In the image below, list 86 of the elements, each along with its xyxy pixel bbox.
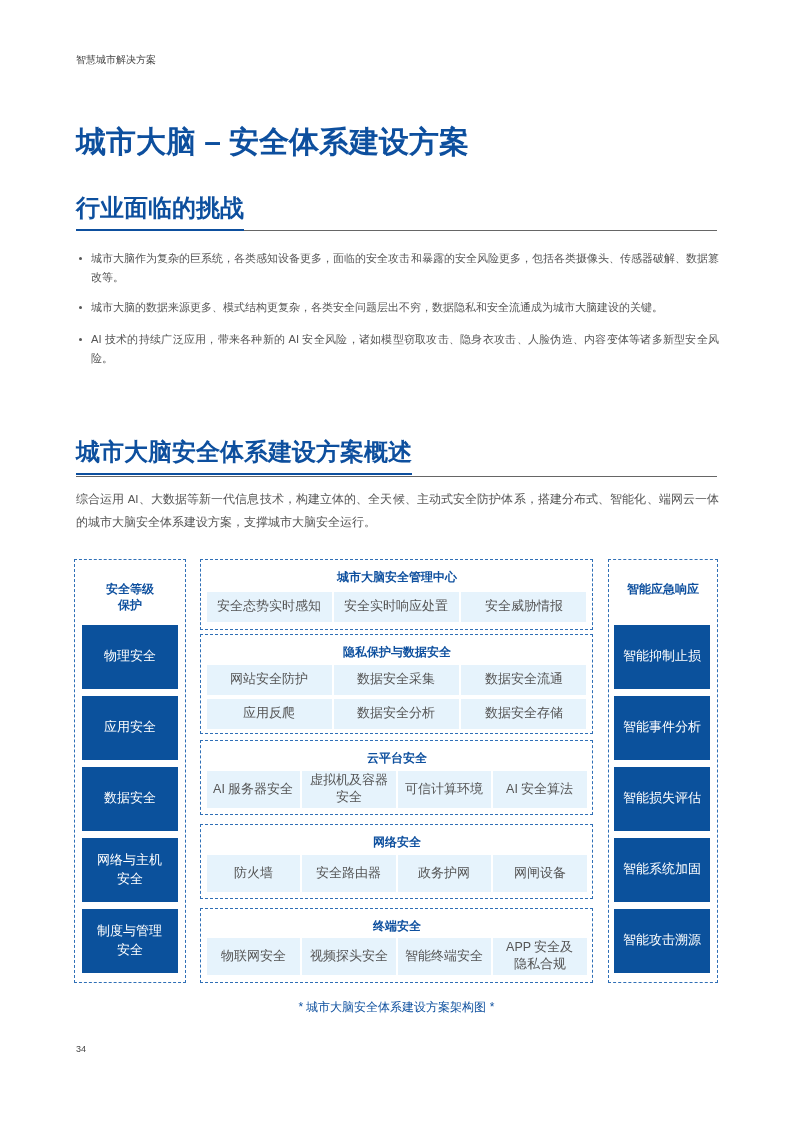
category-tile (613, 624, 710, 689)
panel-title: 城市大脑安全管理中心 (335, 569, 458, 585)
category-tile (81, 766, 178, 831)
tile-label: AI 安全算法 (506, 780, 574, 798)
tile-label: 视频探头安全 (309, 947, 388, 965)
tile-label: 安全态势实时感知 (217, 598, 322, 615)
panel-title: 网络安全 (371, 834, 422, 850)
category-tile (81, 624, 178, 689)
tile-label: 智能损失评估 (622, 790, 701, 807)
feature-tile (493, 937, 587, 975)
tile-label: 数据安全 (103, 790, 156, 807)
tile-label: 智能攻击溯源 (622, 932, 701, 949)
section-heading: 行业面临的挑战 (76, 193, 244, 231)
feature-tile (206, 937, 300, 975)
tile-label: 物联网安全 (220, 947, 286, 965)
feature-tile (302, 937, 396, 975)
category-tile (81, 908, 178, 973)
bullet-text: AI 技术的持续广泛应用，带来各种新的 AI 安全风险，诸如模型窃取攻击、隐身衣攻击、人脸伪造、内容变体等诸多新型安全风险。 (91, 332, 719, 366)
feature-tile (333, 591, 460, 622)
feature-tile (461, 698, 587, 729)
layer-panel (200, 559, 593, 630)
tile-label: 物理安全 (103, 648, 156, 665)
tile-label: 智能终端安全 (405, 947, 484, 965)
tile-label: 防火墙 (233, 864, 273, 882)
tile-label: 虚拟机及容器安全 (308, 772, 389, 806)
page-number: 34 (76, 1043, 86, 1055)
tile-label: AI 服务器安全 (213, 780, 294, 798)
tile-label: 数据安全分析 (357, 705, 436, 722)
feature-tile (302, 770, 396, 808)
feature-tile (206, 591, 332, 622)
tile-label: APP 安全及隐私合规 (505, 939, 575, 973)
tile-label: 安全威胁情报 (484, 598, 563, 615)
panel-title: 智能应急响应 (626, 581, 700, 597)
tile-label: 数据安全流通 (484, 671, 563, 688)
category-tile (81, 695, 178, 760)
tile-label: 智能系统加固 (622, 861, 701, 878)
feature-tile (461, 591, 587, 622)
feature-tile (333, 698, 460, 729)
category-tile (613, 908, 710, 973)
tile-label: 智能抑制止损 (622, 648, 701, 665)
panel-title: 安全等级保护 (105, 581, 155, 613)
tile-label: 数据安全采集 (357, 671, 436, 688)
category-tile (613, 695, 710, 760)
layer-panel (200, 740, 593, 815)
tile-label: 应用反爬 (243, 705, 296, 722)
tile-label: 安全路由器 (316, 864, 382, 882)
panel-title: 终端安全 (371, 918, 422, 934)
tile-label: 智能事件分析 (622, 719, 701, 736)
column-panel (74, 559, 186, 983)
feature-tile (206, 664, 332, 695)
figure-caption: * 城市大脑安全体系建设方案架构图 * (297, 999, 496, 1015)
category-tile (81, 837, 178, 902)
tile-label: 网闸设备 (513, 864, 566, 882)
layer-panel (200, 824, 593, 899)
category-tile (613, 837, 710, 902)
feature-tile (206, 698, 332, 729)
tile-label: 制度与管理安全 (96, 922, 163, 959)
feature-tile (397, 770, 491, 808)
tile-label: 网站安全防护 (230, 671, 309, 688)
layer-panel (200, 908, 593, 983)
tile-label: 可信计算环境 (405, 780, 484, 798)
category-tile (613, 766, 710, 831)
page-title: 城市大脑 – 安全体系建设方案 (76, 124, 470, 160)
bullet-text: 城市大脑的数据来源更多、模式结构更复杂，各类安全问题层出不穷，数据隐私和安全流通成为城市大脑建设的关键。 (91, 300, 664, 315)
feature-tile (206, 854, 300, 892)
feature-tile (493, 770, 587, 808)
running-header: 智慧城市解决方案 (76, 53, 156, 67)
tile-label: 安全实时响应处置 (344, 598, 449, 615)
panel-title: 云平台安全 (365, 750, 428, 766)
feature-tile (302, 854, 396, 892)
section-heading: 城市大脑安全体系建设方案概述 (76, 437, 412, 475)
feature-tile (397, 854, 491, 892)
panel-title: 隐私保护与数据安全 (341, 644, 452, 660)
feature-tile (206, 770, 300, 808)
tile-label: 网络与主机安全 (96, 851, 163, 888)
layer-panel (200, 634, 593, 734)
tile-label: 数据安全存储 (484, 705, 563, 722)
bullet-text: 城市大脑作为复杂的巨系统，各类感知设备更多，面临的安全攻击和暴露的安全风险更多，包括各类摄像头、传感器破解、数据篡改等。 (91, 251, 719, 285)
feature-tile (333, 664, 460, 695)
feature-tile (493, 854, 587, 892)
feature-tile (461, 664, 587, 695)
tile-label: 应用安全 (103, 719, 156, 736)
feature-tile (397, 937, 491, 975)
tile-label: 政务护网 (418, 864, 471, 882)
body-paragraph: 综合运用 AI、大数据等新一代信息技术，构建立体的、全天候、主动式安全防护体系，搭建分布式、智能化、端网云一体的城市大脑安全体系建设方案，支撑城市大脑安全运行。 (76, 492, 719, 530)
column-panel (608, 559, 718, 983)
